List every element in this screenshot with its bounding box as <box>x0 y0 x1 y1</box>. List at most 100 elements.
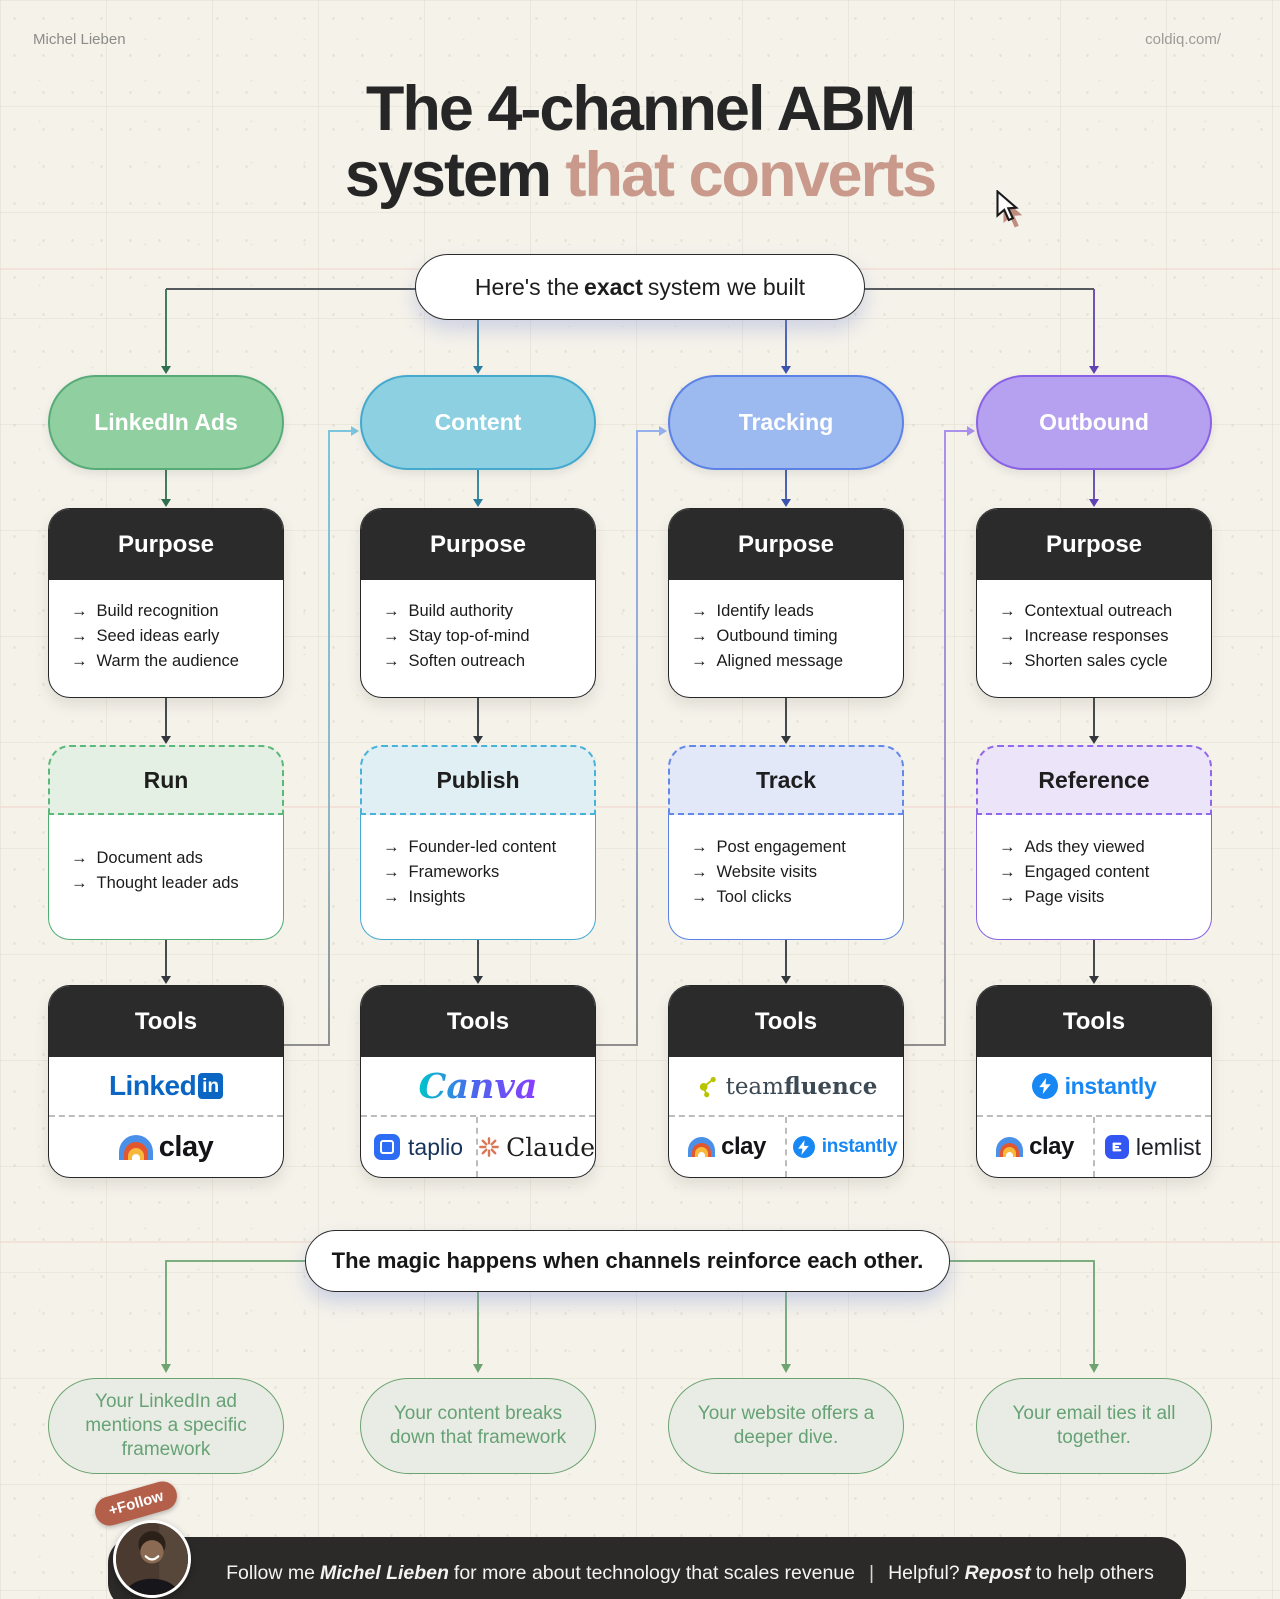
arrow-bullet-icon: → <box>999 863 1016 881</box>
channel-column-outbound: Outbound Purpose →Contextual outreach →I… <box>976 375 1212 1185</box>
footer-text: for more about technology that scales re… <box>453 1561 855 1584</box>
arrow-bullet-icon: → <box>691 627 708 645</box>
action-item: →Thought leader ads <box>71 871 283 896</box>
action-header: Run <box>48 745 284 815</box>
clay-logo: clay <box>118 1131 214 1164</box>
action-box-run: Run →Document ads →Thought leader ads <box>48 745 284 940</box>
claude-logo: Claude <box>478 1133 595 1162</box>
arrow-bullet-icon: → <box>691 888 708 906</box>
action-item: →Page visits <box>999 885 1211 910</box>
divider <box>49 1115 283 1117</box>
instantly-logo: instantly <box>792 1136 898 1158</box>
clay-logo: clay <box>996 1133 1074 1161</box>
outcome-bubble-email: Your email ties it all together. <box>976 1378 1212 1474</box>
channel-label: Outbound <box>1039 409 1149 435</box>
footer-text: Follow me <box>226 1561 315 1584</box>
arrow-bullet-icon: → <box>383 627 400 645</box>
footer-text: Helpful? <box>888 1561 960 1584</box>
action-item: →Insights <box>383 885 595 910</box>
arrow-bullet-icon: → <box>383 838 400 856</box>
cursor-icon <box>996 189 1032 232</box>
arrow-bullet-icon: → <box>999 888 1016 906</box>
purpose-item: →Seed ideas early <box>71 624 283 649</box>
purpose-box: Purpose →Build authority →Stay top-of-mi… <box>360 508 596 698</box>
outcome-bubble-website: Your website offers a deeper dive. <box>668 1378 904 1474</box>
tools-box: Tools instantly clay <box>976 985 1212 1178</box>
lemlist-logo: lemlist <box>1104 1134 1201 1161</box>
action-item: →Frameworks <box>383 860 595 885</box>
tools-header: Tools <box>669 986 903 1057</box>
channel-label: Content <box>434 409 522 435</box>
action-item: →Document ads <box>71 846 283 871</box>
avatar <box>113 1520 191 1598</box>
arrow-bullet-icon: → <box>999 602 1016 620</box>
arrow-bullet-icon: → <box>691 652 708 670</box>
purpose-header: Purpose <box>669 509 903 580</box>
channel-column-content: Content Purpose →Build authority →Stay t… <box>360 375 596 1185</box>
tools-box: Tools Canva taplio <box>360 985 596 1178</box>
purpose-box: Purpose →Identify leads →Outbound timing… <box>668 508 904 698</box>
purpose-item: →Soften outreach <box>383 649 595 674</box>
hub-text: system we built <box>647 273 806 300</box>
outcome-bubble-linkedin: Your LinkedIn ad mentions a specific fra… <box>48 1378 284 1474</box>
channel-pill-tracking: Tracking <box>668 375 904 470</box>
site-url: coldiq.com/ <box>1145 31 1221 48</box>
purpose-item: →Stay top-of-mind <box>383 624 595 649</box>
purpose-item: →Warm the audience <box>71 649 283 674</box>
canva-logo: Canva <box>418 1065 538 1107</box>
arrow-bullet-icon: → <box>691 838 708 856</box>
channel-label: Tracking <box>738 409 834 435</box>
taplio-icon <box>374 1134 401 1160</box>
clay-logo: clay <box>688 1133 766 1161</box>
purpose-box: Purpose →Build recognition →Seed ideas e… <box>48 508 284 698</box>
purpose-header: Purpose <box>49 509 283 580</box>
divider <box>361 1115 595 1117</box>
arrow-bullet-icon: → <box>999 838 1016 856</box>
author-name: Michel Lieben <box>33 31 126 48</box>
arrow-bullet-icon: → <box>383 602 400 620</box>
arrow-bullet-icon: → <box>383 863 400 881</box>
action-item: →Ads they viewed <box>999 835 1211 860</box>
action-header: Publish <box>360 745 596 815</box>
claude-starburst-icon <box>479 1137 499 1157</box>
action-item: →Tool clicks <box>691 885 903 910</box>
arrow-bullet-icon: → <box>999 652 1016 670</box>
purpose-header: Purpose <box>977 509 1211 580</box>
arrow-bullet-icon: → <box>71 849 88 867</box>
channel-column-linkedin-ads: LinkedIn Ads Purpose →Build recognition … <box>48 375 284 1185</box>
clay-arch-icon <box>118 1134 153 1160</box>
lemlist-icon <box>1104 1135 1129 1159</box>
arrow-bullet-icon: → <box>691 602 708 620</box>
action-item: →Website visits <box>691 860 903 885</box>
action-item: →Founder-led content <box>383 835 595 860</box>
divider <box>977 1115 1211 1117</box>
arrow-bullet-icon: → <box>71 627 88 645</box>
purpose-item: →Contextual outreach <box>999 599 1211 624</box>
tools-header: Tools <box>49 986 283 1057</box>
divider <box>669 1115 903 1117</box>
footer-cta-bar: Follow me Michel Lieben for more about t… <box>108 1537 1186 1599</box>
tools-box: Tools teamfluence <box>668 985 904 1178</box>
arrow-bullet-icon: → <box>71 602 88 620</box>
tools-header: Tools <box>977 986 1211 1057</box>
action-item: →Engaged content <box>999 860 1211 885</box>
action-box-publish: Publish →Founder-led content →Frameworks… <box>360 745 596 940</box>
clay-arch-icon <box>996 1137 1024 1157</box>
magic-callout: The magic happens when channels reinforc… <box>305 1230 950 1292</box>
hub-text: Here's the <box>474 273 580 300</box>
purpose-item: →Aligned message <box>691 649 903 674</box>
teamfluence-logo: teamfluence <box>695 1073 877 1100</box>
arrow-bullet-icon: → <box>71 652 88 670</box>
arrow-bullet-icon: → <box>383 888 400 906</box>
purpose-item: →Shorten sales cycle <box>999 649 1211 674</box>
instantly-bolt-icon <box>1031 1073 1058 1099</box>
teamfluence-node-icon <box>699 1076 716 1098</box>
channel-column-tracking: Tracking Purpose →Identify leads →Outbou… <box>668 375 904 1185</box>
outcome-bubble-content: Your content breaks down that framework <box>360 1378 596 1474</box>
purpose-header: Purpose <box>361 509 595 580</box>
instantly-logo: instantly <box>1031 1073 1157 1100</box>
action-header: Track <box>668 745 904 815</box>
